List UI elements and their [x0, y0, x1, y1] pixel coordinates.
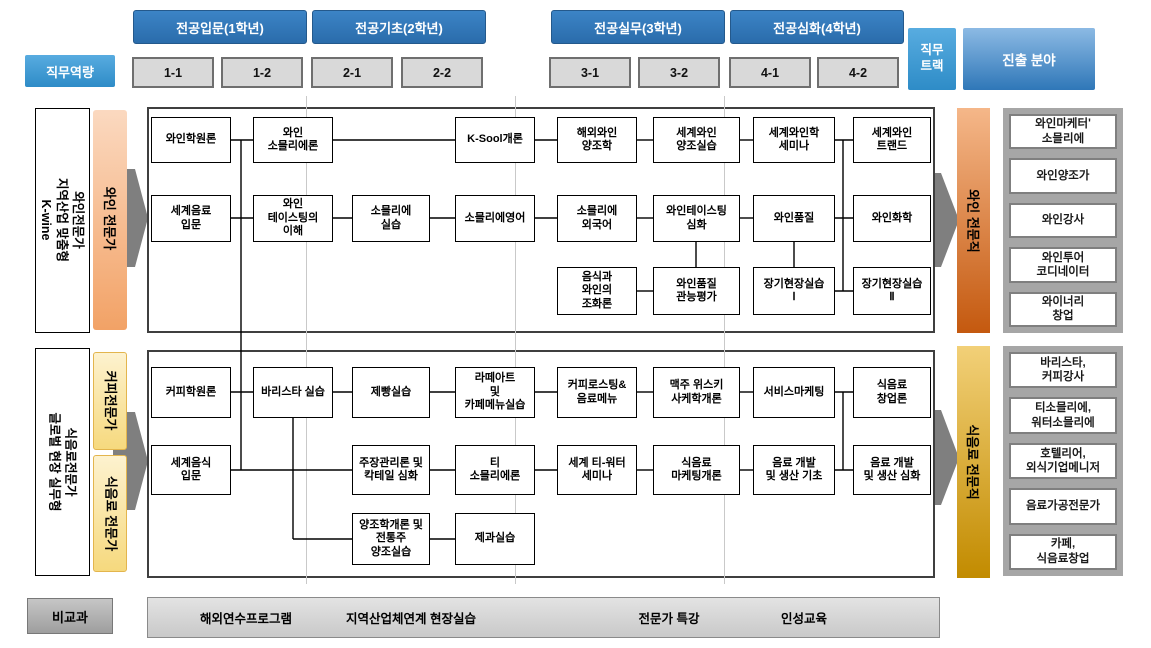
course-box: 라떼아트 및 카페메뉴실습: [455, 367, 535, 418]
semester-cell: 3-2: [638, 57, 720, 88]
course-box: 세계와인 양조실습: [653, 117, 740, 163]
extracurricular-item: 해외연수프로그램: [199, 612, 293, 626]
vertical-label-line: 와인 전문가: [101, 186, 117, 251]
semester-cell: 1-2: [221, 57, 303, 88]
career-box: 카페, 식음료창업: [1009, 533, 1117, 571]
course-box: 세계 티-워터 세미나: [557, 445, 637, 495]
course-box: 세계와인학 세미나: [753, 117, 835, 163]
career-box: 와인양조가: [1009, 158, 1117, 194]
course-box: 소믈리에영어: [455, 195, 535, 242]
course-box: 식음료 마케팅개론: [653, 445, 740, 495]
year-header: 전공입문(1학년): [133, 10, 307, 44]
course-box: 해외와인 양조학: [557, 117, 637, 163]
job-track-bar-food: 식음료 전문직: [957, 346, 990, 578]
vertical-label-line: 식음료 전문가: [102, 475, 118, 551]
semester-cell: 3-1: [549, 57, 631, 88]
vertical-label-line: 식음료 전문직: [965, 424, 981, 500]
career-box: 와인투어 코디네이터: [1009, 247, 1117, 283]
competency-bar-food: 커피전문가: [93, 352, 127, 450]
vertical-label: 식음료 전문가: [94, 456, 125, 570]
course-box: 맥주 위스키 사케학개론: [653, 367, 740, 418]
semester-cell: 4-1: [729, 57, 811, 88]
year-header: 전공심화(4학년): [730, 10, 904, 44]
vertical-label: 와인 전문직: [957, 108, 987, 333]
semester-cell: 1-1: [132, 57, 214, 88]
course-box: 와인 테이스팅의 이해: [253, 195, 333, 242]
job-track-header: 직무 트랙: [908, 28, 956, 90]
vertical-label: 식음료 전문직: [957, 346, 987, 578]
career-box: 바리스타, 커피강사: [1009, 352, 1117, 389]
course-box: 와인화학: [853, 195, 931, 242]
course-box: 음식과 와인의 조화론: [557, 267, 637, 315]
course-box: 와인학원론: [151, 117, 231, 163]
extracurricular-item: 전문가 특강: [638, 612, 700, 626]
semester-cell: 4-2: [817, 57, 899, 88]
job-track-bar-wine: 와인 전문직: [957, 108, 990, 333]
competency-bar-food: 식음료 전문가: [93, 455, 127, 572]
advance-field-header: 진출 분야: [963, 28, 1095, 90]
vertical-label: 커피전문가: [94, 353, 125, 448]
course-box: 장기현장실습 Ⅱ: [853, 267, 931, 315]
course-box: 와인품질 관능평가: [653, 267, 740, 315]
course-box: 음료 개발 및 생산 기초: [753, 445, 835, 495]
career-box: 호텔리어, 외식기업메니저: [1009, 442, 1117, 480]
course-box: 티 소믈리에론: [455, 445, 535, 495]
vertical-label-line: 식음료전문가: [63, 426, 78, 496]
course-box: 와인 소믈리에론: [253, 117, 333, 163]
vertical-label-line: K-wine: [38, 199, 53, 241]
job-competency-label: 직무역량: [25, 55, 115, 87]
semester-cell: 2-1: [311, 57, 393, 88]
course-box: K-Sool개론: [455, 117, 535, 163]
competency-bar-wine: 와인 전문가: [93, 110, 127, 330]
course-box: 식음료 창업론: [853, 367, 931, 418]
career-box: 와인강사: [1009, 202, 1117, 239]
extracurricular-item: 지역산업체연계 현장실습: [346, 612, 476, 626]
course-box: 음료 개발 및 생산 심화: [853, 445, 931, 495]
course-box: 와인품질: [753, 195, 835, 242]
vertical-label: 와인 전문가: [93, 110, 124, 327]
course-box: 바리스타 실습: [253, 367, 333, 418]
vertical-label-line: 와인전문가: [71, 191, 86, 249]
course-box: 제빵실습: [352, 367, 430, 418]
career-box: 티소믈리에, 워터소믈리에: [1009, 397, 1117, 434]
year-header: 전공실무(3학년): [551, 10, 725, 44]
course-box: 서비스마케팅: [753, 367, 835, 418]
career-box: 와인마케터' 소믈리에: [1009, 114, 1117, 150]
vertical-label-line: 글로벌 현장 실무형: [47, 412, 61, 511]
course-box: 주장관리론 및 칵테일 심화: [352, 445, 430, 495]
course-box: 양조학개론 및 전통주 양조실습: [352, 513, 430, 565]
column-separator: [306, 96, 307, 584]
course-box: 세계음식 입문: [151, 445, 231, 495]
column-separator: [724, 96, 725, 584]
course-box: 세계와인 트랜드: [853, 117, 931, 163]
vertical-label-line: 커피전문가: [102, 370, 118, 431]
semester-cell: 2-2: [401, 57, 483, 88]
course-box: 소믈리에 외국어: [557, 195, 637, 242]
course-box: 커피학원론: [151, 367, 231, 418]
extracurricular-bar: 해외연수프로그램 지역산업체연계 현장실습 전문가 특강 인성교육: [147, 597, 940, 638]
extracurricular-item: 인성교육: [780, 612, 828, 626]
course-box: 소믈리에 실습: [352, 195, 430, 242]
extracurricular-label: 비교과: [27, 598, 113, 634]
course-box: 와인테이스팅 심화: [653, 195, 740, 242]
career-box: 와이너리 창업: [1009, 291, 1117, 328]
course-box: 세계음료 입문: [151, 195, 231, 242]
course-box: 커피로스팅& 음료메뉴: [557, 367, 637, 418]
vertical-label-line: 지역산업 맞춤형: [55, 178, 70, 262]
vertical-label-line: 와인 전문직: [965, 188, 981, 253]
course-box: 제과실습: [455, 513, 535, 565]
course-box: 장기현장실습 Ⅰ: [753, 267, 835, 315]
year-header: 전공기초(2학년): [312, 10, 486, 44]
career-box: 음료가공전문가: [1009, 488, 1117, 525]
column-separator: [515, 96, 516, 584]
